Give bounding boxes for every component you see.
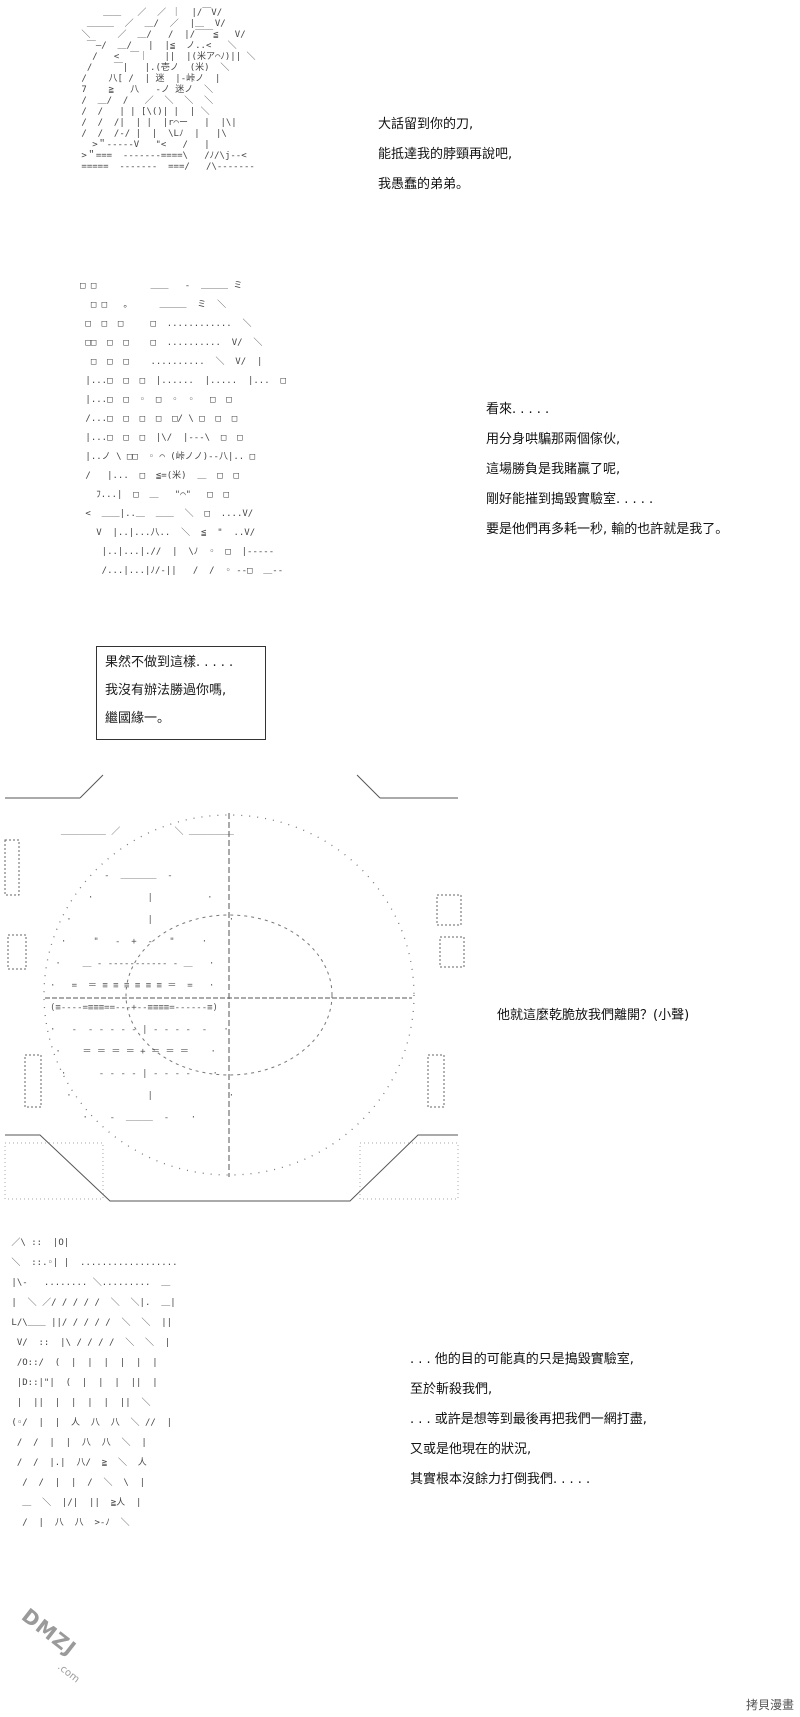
ascii-art-panel-4: ＿＿＿＿＿ ／ ＼ ＿＿＿＿＿ - ＿＿＿＿ - · | · · | · · "… (50, 827, 235, 1123)
panel-2-text: 看來. . . . . 用分身哄騙那兩個傢伙, 這場勝負是我賭贏了呢, 剛好能摧… (486, 395, 728, 545)
panel-5: ／\ :: |O| ＼ ::.◦| | .................. |… (0, 1225, 800, 1717)
text-line: . . . 他的目的可能真的只是搗毀實驗室, (410, 1352, 634, 1367)
text-line: 要是他們再多耗一秒, 輸的也許就是我了。 (486, 522, 729, 537)
panel-1: ＿＿ ／ ／ ｜ |/￣V/ ＿＿＿ ／ ＿/ ／ |＿ V/ ＼ ／ ＿/ /… (0, 0, 800, 265)
text-line: 他就這麼乾脆放我們離開？(小聲) (497, 1008, 690, 1023)
source-credit: 拷貝漫畫 (745, 1698, 794, 1712)
panel-4-text: 他就這麼乾脆放我們離開？(小聲) (497, 1001, 689, 1031)
ascii-art-panel-2: □ □ ＿＿ - ＿＿＿ ミ □ □ 。 ＿＿＿ ミ ＼ □ □ □ □ ...… (80, 281, 286, 576)
text-line: 又或是他現在的狀況, (410, 1442, 532, 1457)
box-line: 果然不做到這樣. . . . . (105, 655, 234, 670)
text-line: 大話留到你的刀, (378, 117, 474, 132)
text-line: 看來. . . . . (486, 402, 550, 417)
text-line: . . . 或許是想等到最後再把我們一網打盡, (410, 1412, 647, 1427)
box-line: 繼國緣一。 (105, 711, 171, 726)
box-line: 我沒有辦法勝過你嗎, (105, 683, 227, 698)
panel-2: □ □ ＿＿ - ＿＿＿ ミ □ □ 。 ＿＿＿ ミ ＼ □ □ □ □ ...… (0, 265, 800, 640)
text-line: 能抵達我的脖頸再說吧, (378, 147, 513, 162)
text-line: 這場勝負是我賭贏了呢, (486, 462, 621, 477)
text-line: 我愚蠢的弟弟。 (378, 177, 470, 192)
text-line: 至於斬殺我們, (410, 1382, 493, 1397)
panel-1-text: 大話留到你的刀, 能抵達我的脖頸再說吧, 我愚蠢的弟弟。 (378, 110, 512, 200)
text-line: 剛好能摧到搗毀實驗室. . . . . (486, 492, 654, 507)
ascii-art-panel-5: ／\ :: |O| ＼ ::.◦| | .................. |… (11, 1238, 178, 1528)
porthole-frame (4, 774, 465, 1202)
text-line: 其實根本沒餘力打倒我們. . . . . (410, 1472, 591, 1487)
ascii-art-panel-1: ＿＿ ／ ／ ｜ |/￣V/ ＿＿＿ ／ ＿/ ／ |＿ V/ ＼ ／ ＿/ /… (81, 8, 256, 172)
text-line: 用分身哄騙那兩個傢伙, (486, 432, 621, 447)
panel-4: ＿＿＿＿＿ ／ ＼ ＿＿＿＿＿ - ＿＿＿＿ - · | · · | · · "… (0, 765, 800, 1205)
dialogue-box: 果然不做到這樣. . . . . 我沒有辦法勝過你嗎, 繼國緣一。 (96, 646, 269, 743)
panel-5-text: . . . 他的目的可能真的只是搗毀實驗室, 至於斬殺我們, . . . 或許是… (410, 1345, 647, 1495)
